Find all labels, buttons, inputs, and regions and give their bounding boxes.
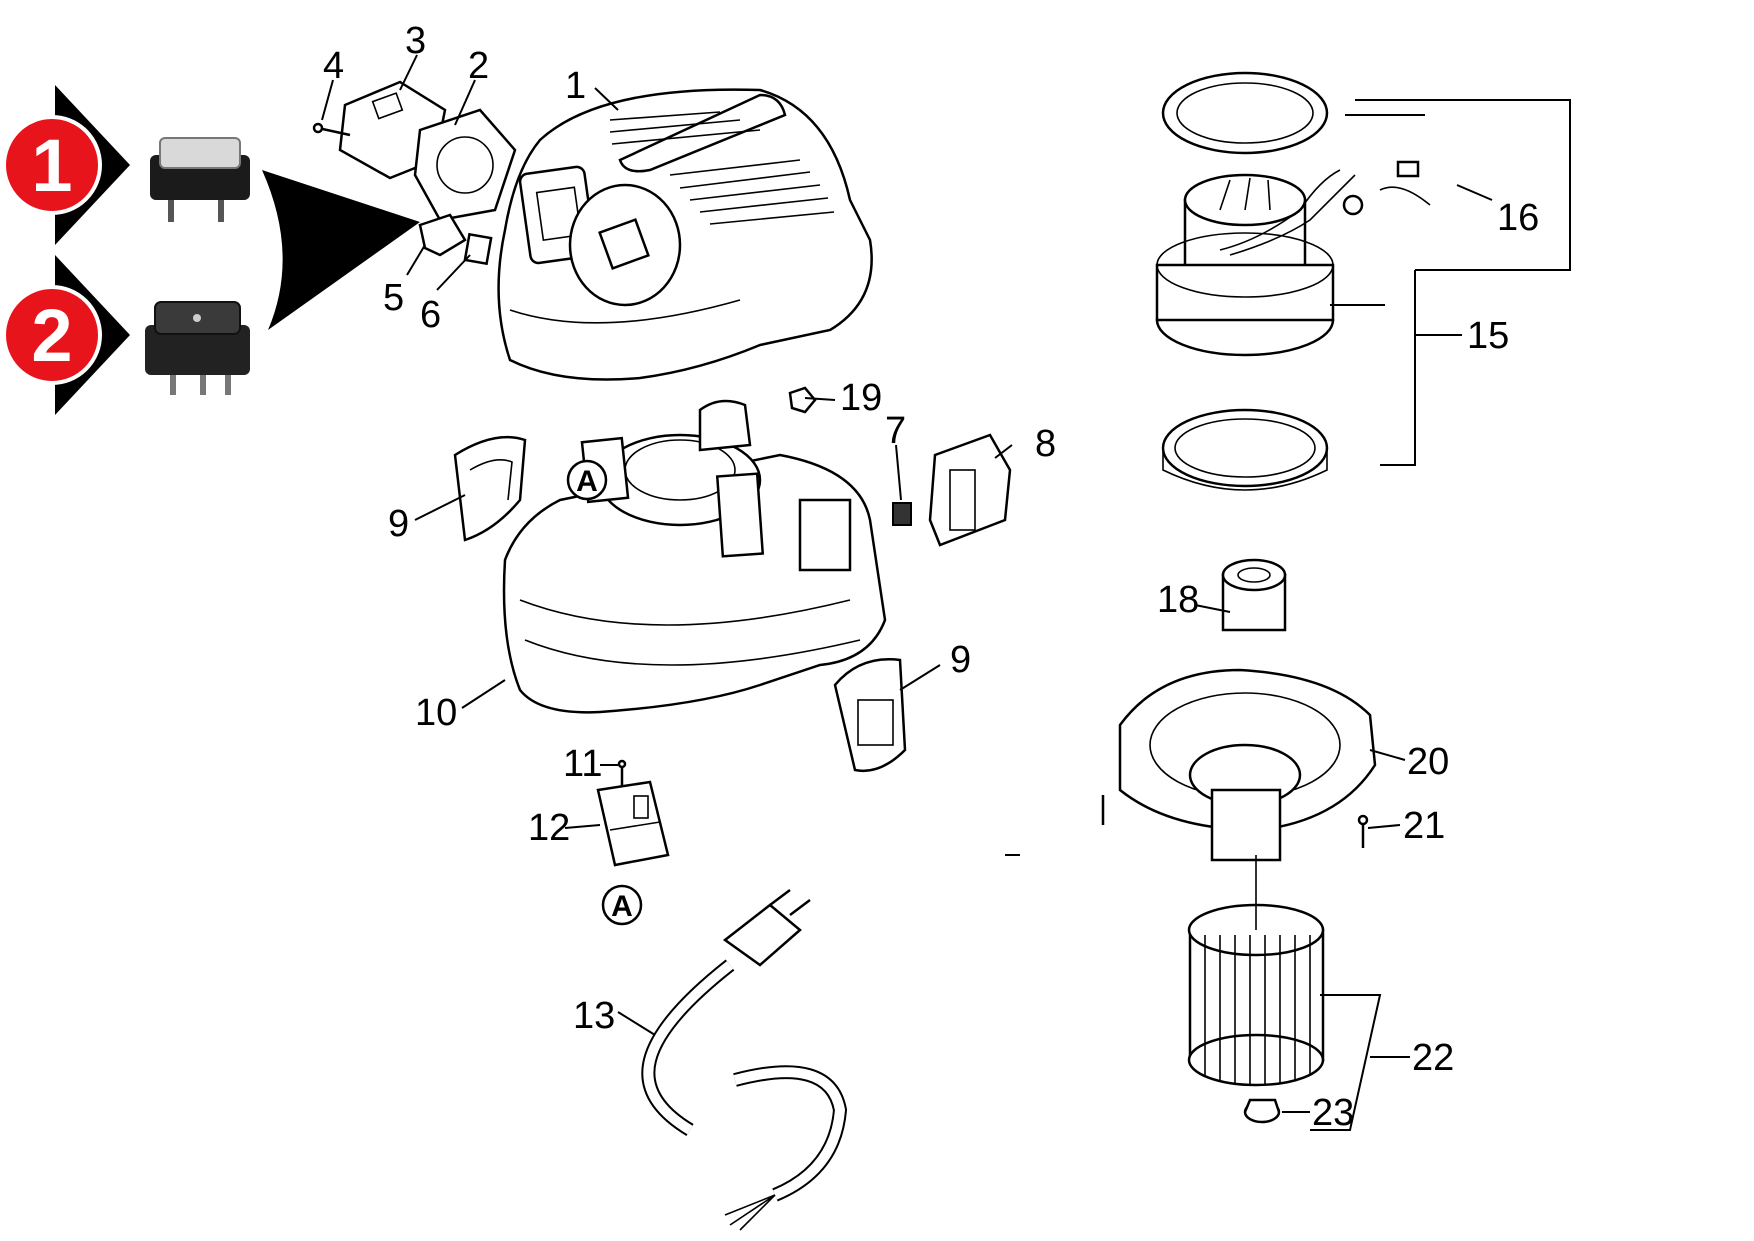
switch-variant-1-image[interactable] <box>150 137 250 222</box>
switch-seal[interactable] <box>463 232 493 266</box>
bracket-part[interactable] <box>928 433 1012 547</box>
housing-screw[interactable] <box>1357 814 1369 848</box>
part-label: 6 <box>420 294 441 336</box>
part-label: 23 <box>1312 1092 1354 1134</box>
circuit-board[interactable] <box>596 780 670 867</box>
variant-selector: 1 2 <box>2 85 420 415</box>
motor-housing-base[interactable] <box>502 399 887 714</box>
part-label: 7 <box>885 410 906 452</box>
socket-plate[interactable] <box>413 108 517 222</box>
part-label: 2 <box>468 45 489 87</box>
leader-lines <box>321 54 1571 1131</box>
part-label: 11 <box>563 743 602 785</box>
power-cord[interactable] <box>641 889 848 1231</box>
suction-motor[interactable] <box>1155 173 1335 357</box>
cartridge-filter[interactable] <box>1187 855 1325 1087</box>
part-label: 3 <box>405 20 426 62</box>
part-label: 4 <box>323 45 344 87</box>
part-label: 22 <box>1412 1037 1454 1079</box>
clip-part[interactable] <box>788 386 817 414</box>
variant-2-badge[interactable] <box>2 285 102 385</box>
svg-text:A: A <box>611 890 633 923</box>
switch-part[interactable] <box>418 213 467 257</box>
part-label: 8 <box>1035 423 1056 465</box>
part-label: 13 <box>573 995 615 1037</box>
motor-head-cover[interactable] <box>497 88 873 381</box>
part-label: 19 <box>840 377 882 419</box>
filter-housing[interactable] <box>1101 668 1377 862</box>
variant-pointer <box>262 170 420 330</box>
part-label: 15 <box>1467 315 1509 357</box>
svg-text:A: A <box>576 465 598 498</box>
filter-nut[interactable] <box>1243 1098 1281 1124</box>
spring-part[interactable] <box>892 502 912 526</box>
variant-1-number: 1 <box>31 124 72 207</box>
part-number-labels: 1 2 3 4 5 6 7 8 9 9 10 11 12 13 15 16 18… <box>323 20 1539 1134</box>
part-label: 20 <box>1407 741 1449 783</box>
part-label: 10 <box>415 692 457 734</box>
part-label: 21 <box>1403 805 1445 847</box>
callout-marker-a-bottom: A <box>601 884 643 926</box>
side-handle-right[interactable] <box>833 658 907 773</box>
part-label: 5 <box>383 277 404 319</box>
screw-part[interactable] <box>312 122 351 137</box>
variant-2-number: 2 <box>31 294 72 377</box>
part-label: 9 <box>950 639 971 681</box>
motor-gasket-top[interactable] <box>1161 71 1329 155</box>
variant-1-badge[interactable] <box>2 115 102 215</box>
switch-variant-2-image[interactable] <box>145 301 250 395</box>
wiring-harness[interactable] <box>1219 160 1431 256</box>
part-label: 18 <box>1157 579 1199 621</box>
part-label: 12 <box>528 807 570 849</box>
motor-gasket-bottom[interactable] <box>1161 408 1329 491</box>
part-label: 1 <box>565 65 586 107</box>
callout-marker-a-top: A <box>566 459 608 501</box>
side-handle-left[interactable] <box>453 435 527 542</box>
part-label: 9 <box>388 503 409 545</box>
part-label: 16 <box>1497 197 1539 239</box>
motor-damper[interactable] <box>1221 558 1287 632</box>
